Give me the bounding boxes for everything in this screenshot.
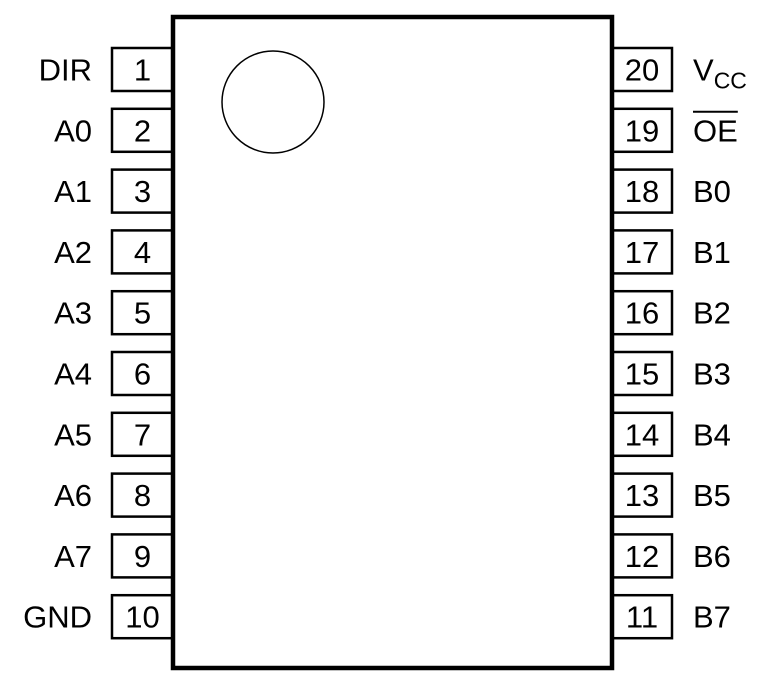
- pin-7-number: 7: [134, 417, 151, 452]
- pin-20-number: 20: [625, 53, 659, 88]
- pin-1-signal: DIR: [39, 53, 92, 88]
- pin-11-box: [610, 593, 674, 640]
- pin-20-label: VCC: [693, 53, 747, 94]
- pin-9-number: 9: [134, 539, 151, 574]
- pin-16-label: B2: [693, 296, 731, 331]
- pin-6-signal: A4: [54, 357, 92, 392]
- pin-18-box: [610, 168, 674, 214]
- pin-1-number: 1: [134, 53, 151, 88]
- pin-5-label: A3: [54, 296, 92, 331]
- pin-11-number: 11: [626, 600, 658, 635]
- pin-2-box: [110, 107, 175, 154]
- pin-4-label: A2: [54, 235, 92, 270]
- ic-package-body: [170, 14, 615, 671]
- pin-17-number: 17: [625, 235, 659, 270]
- pin-8-signal: A6: [54, 478, 92, 513]
- pin-14-signal: B4: [693, 417, 731, 452]
- pin-19-signal: OE: [693, 113, 738, 148]
- pin-2-number: 2: [134, 113, 151, 148]
- pin-5-number: 5: [134, 296, 151, 331]
- pin-13-signal: B5: [693, 478, 731, 513]
- pin-17-label: B1: [693, 235, 731, 270]
- pin-16-number: 16: [625, 296, 659, 331]
- pin-15-signal: B3: [693, 357, 731, 392]
- pin-18-number: 18: [625, 174, 659, 209]
- pin-9-box: [110, 533, 175, 579]
- pin-11-label: B7: [693, 600, 731, 635]
- pin-1-label: DIR: [39, 53, 92, 88]
- pin-19-number: 19: [625, 113, 659, 148]
- pin-12-number: 12: [625, 539, 659, 574]
- pin-20-signal: V: [693, 53, 714, 88]
- pin-15-label: B3: [693, 357, 731, 392]
- pin-12-label: B6: [693, 539, 731, 574]
- pin-13-number: 13: [625, 478, 659, 513]
- pin-2-signal: A0: [54, 113, 92, 148]
- pin-7-box: [110, 411, 175, 458]
- pin-3-box: [110, 168, 175, 214]
- pin-10-box: [110, 593, 175, 640]
- pin-18-signal: B0: [693, 174, 731, 209]
- pin-9-signal: A7: [54, 539, 92, 574]
- pin-19-label: OE: [693, 113, 738, 148]
- pin-17-box: [610, 229, 674, 275]
- pin-17-signal: B1: [693, 235, 731, 270]
- pin-20-subscript: CC: [714, 68, 747, 94]
- pin-12-box: [610, 533, 674, 579]
- pin-11-signal: B7: [693, 600, 731, 635]
- pin-12-signal: B6: [693, 539, 731, 574]
- pin-10-number: 10: [125, 600, 159, 635]
- pin-10-label: GND: [23, 600, 92, 635]
- pin-9-label: A7: [54, 539, 92, 574]
- pin-5-signal: A3: [54, 296, 92, 331]
- pin-4-signal: A2: [54, 235, 92, 270]
- pin-5-box: [110, 289, 175, 336]
- pin-3-signal: A1: [54, 174, 92, 209]
- pin-7-label: A5: [54, 417, 92, 452]
- pin-6-number: 6: [134, 357, 151, 392]
- pin-14-label: B4: [693, 417, 731, 452]
- pin-3-label: A1: [54, 174, 92, 209]
- pin1-orientation-dot: [221, 50, 325, 154]
- pin-15-number: 15: [625, 357, 659, 392]
- pin-8-label: A6: [54, 478, 92, 513]
- pin-18-label: B0: [693, 174, 731, 209]
- pin-8-number: 8: [134, 478, 151, 513]
- pin-7-signal: A5: [54, 417, 92, 452]
- pin-6-label: A4: [54, 357, 92, 392]
- pin-3-number: 3: [134, 174, 151, 209]
- pin-20-box: [610, 46, 674, 93]
- pin-10-signal: GND: [23, 600, 92, 635]
- pin-1-box: [110, 46, 175, 93]
- pin-8-box: [110, 472, 175, 518]
- pin-13-label: B5: [693, 478, 731, 513]
- pin-19-box: [610, 107, 674, 154]
- pin-4-number: 4: [134, 235, 151, 270]
- pin-14-number: 14: [625, 417, 659, 452]
- pin-2-label: A0: [54, 113, 92, 148]
- pin-16-signal: B2: [693, 296, 731, 331]
